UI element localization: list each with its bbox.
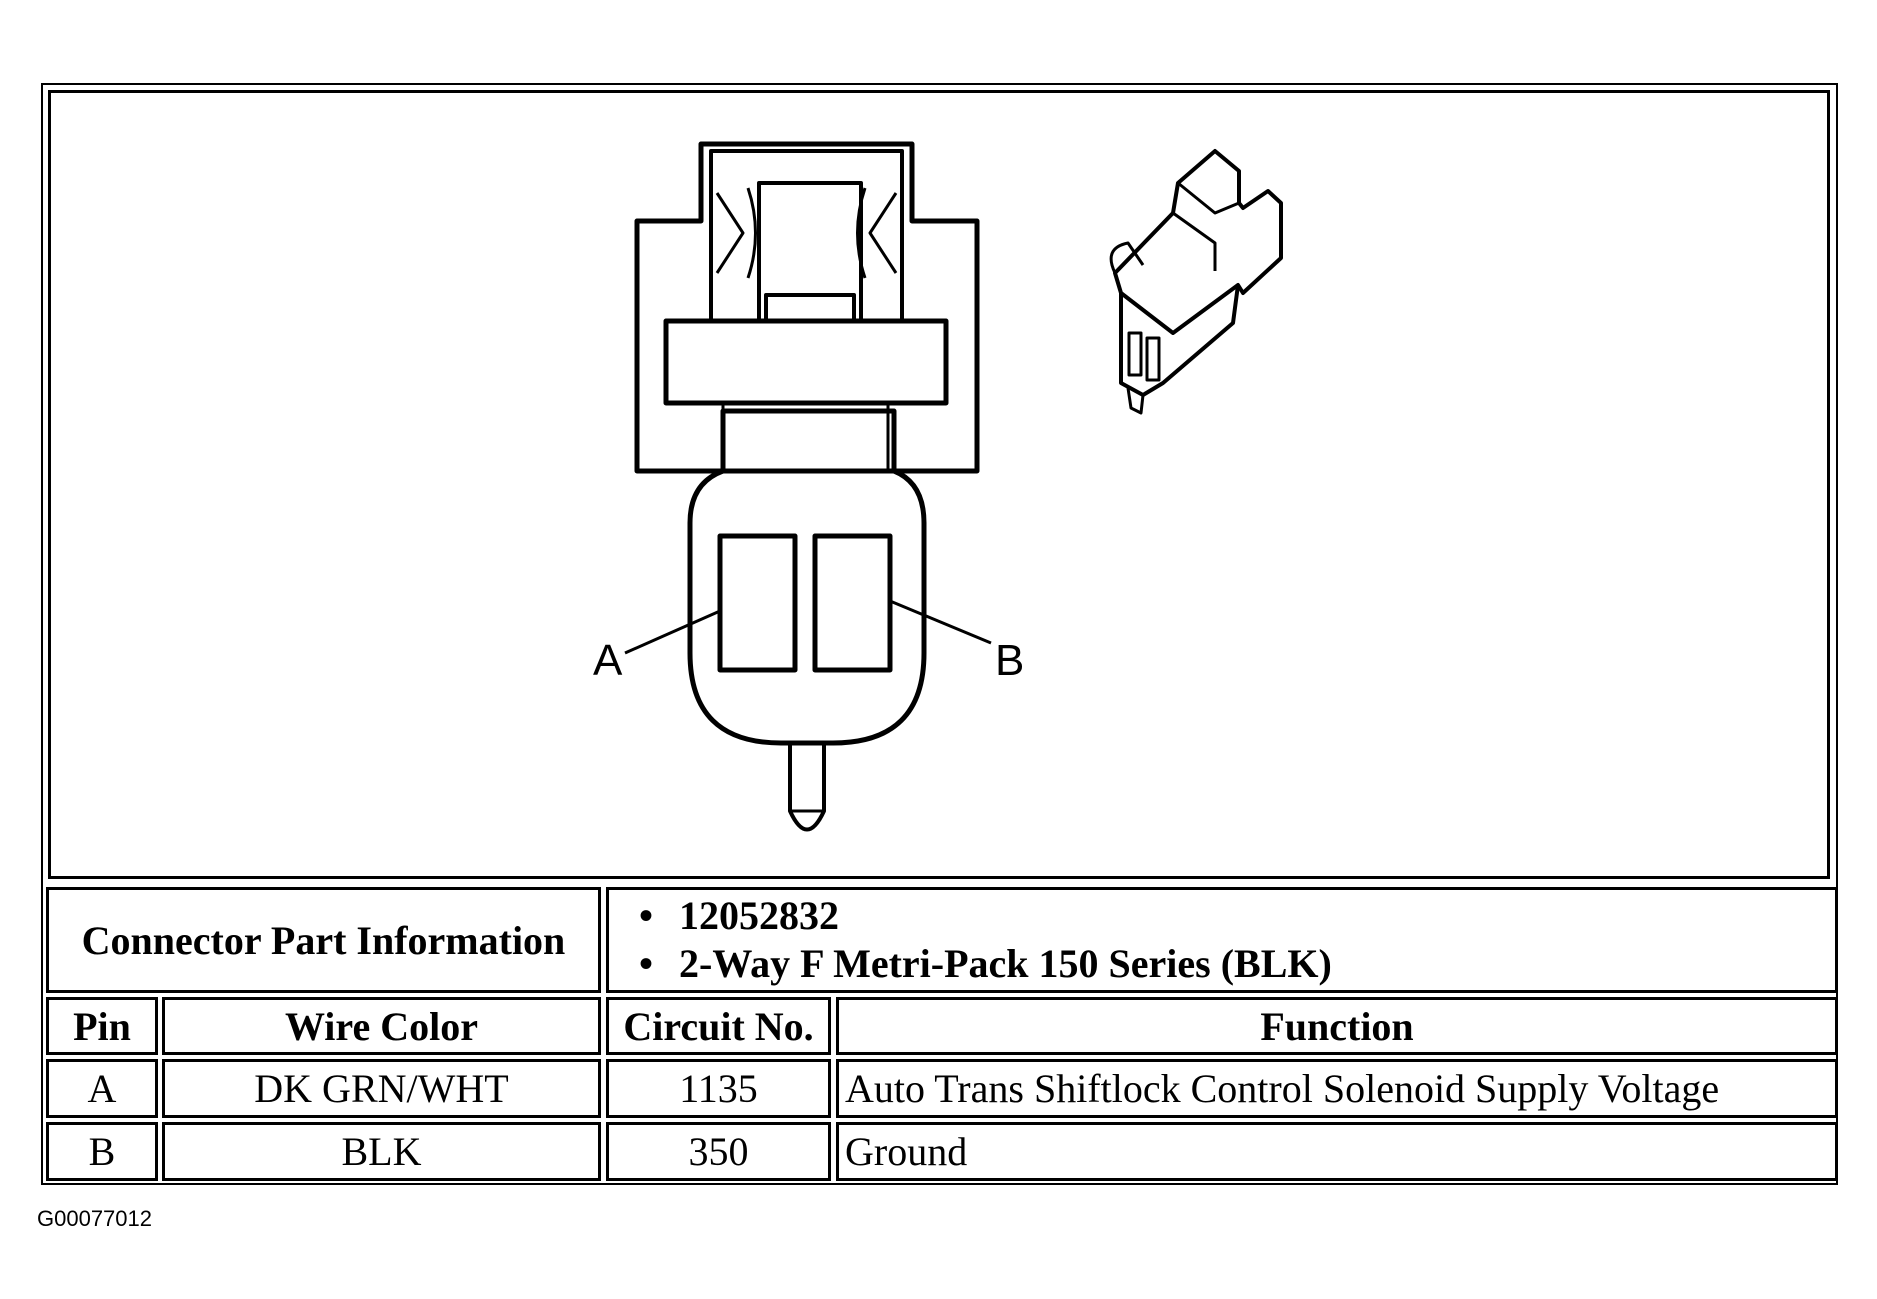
pin-label-b: B <box>995 636 1024 685</box>
row-b-pin: B <box>46 1122 158 1181</box>
leader-a <box>624 609 721 655</box>
row-a-function: Auto Trans Shiftlock Control Solenoid Su… <box>836 1059 1838 1118</box>
row-b-circuit: 350 <box>606 1122 831 1181</box>
row-b-wire-color: BLK <box>162 1122 601 1181</box>
pin-cavity-a <box>717 533 798 673</box>
latch-bar <box>663 318 949 406</box>
header-wire-color: Wire Color <box>162 997 601 1055</box>
row-a-pin: A <box>46 1059 158 1118</box>
pin-cavity-b <box>812 533 893 673</box>
row-b-function: Ground <box>836 1122 1838 1181</box>
figure-id: G00077012 <box>37 1206 152 1231</box>
connector-iso-view <box>1109 149 1283 415</box>
connector-body <box>687 468 927 746</box>
connector-info-list: 12052832 2-Way F Metri-Pack 150 Series (… <box>609 892 1332 988</box>
part-number: 12052832 <box>639 892 1332 940</box>
connector-series: 2-Way F Metri-Pack 150 Series (BLK) <box>639 940 1332 988</box>
connector-info-values: 12052832 2-Way F Metri-Pack 150 Series (… <box>606 887 1838 993</box>
connector-drawing-panel: A B <box>48 90 1830 879</box>
key-post <box>788 743 826 832</box>
latch-housing <box>634 141 980 474</box>
latch-tab <box>757 181 863 323</box>
header-pin: Pin <box>46 997 158 1055</box>
connector-face-illustration: A B <box>593 141 1283 832</box>
row-a-circuit: 1135 <box>606 1059 831 1118</box>
leader-b <box>889 599 992 645</box>
row-a-wire-color: DK GRN/WHT <box>162 1059 601 1118</box>
header-function: Function <box>836 997 1838 1055</box>
header-circuit-no: Circuit No. <box>606 997 831 1055</box>
connector-info-label: Connector Part Information <box>46 887 601 993</box>
connector-info-label-text: Connector Part Information <box>81 917 566 963</box>
pin-label-a: A <box>593 636 623 685</box>
figure-frame <box>41 83 1838 1185</box>
